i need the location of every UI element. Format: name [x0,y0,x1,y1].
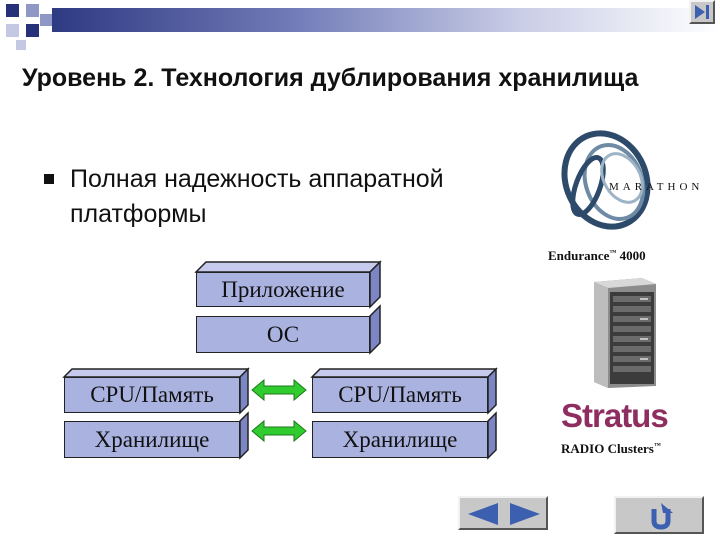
radio-clusters-caption: RADIO Clusters™ [561,441,661,457]
os-label: ОС [196,316,370,353]
left-cpu-box: CPU/Память [62,367,250,415]
slide-title: Уровень 2. Технология дублирования храни… [22,64,639,92]
endurance-caption: Endurance™ 4000 [548,248,646,264]
previous-slide-icon[interactable] [464,501,502,527]
left-storage-label: Хранилище [64,421,240,458]
right-storage-label: Хранилище [312,421,488,458]
box-3d-edge [239,411,249,460]
header-gradient-band [52,8,720,32]
header-square-decoration [6,24,19,37]
skip-end-icon [695,5,709,19]
prev-next-nav [458,496,548,530]
radio-label: RADIO Clusters [561,441,654,456]
header-square-decoration [40,14,52,26]
application-label: Приложение [196,272,370,307]
marathon-logo: MARATHON [548,126,704,238]
box-3d-edge [487,411,497,460]
os-box: ОС [196,304,381,355]
header-square-decoration [16,40,26,50]
stratus-logo: Stratus [561,397,669,434]
trademark-mark: ™ [609,248,617,257]
endurance-label: Endurance [548,248,610,263]
left-cpu-label: CPU/Память [64,377,240,413]
box-3d-edge [62,367,250,415]
endurance-model: 4000 [619,248,646,263]
header-square-decoration [6,4,19,17]
next-slide-icon[interactable] [506,501,544,527]
right-storage-box: Хранилище [312,411,497,460]
double-arrow-icon [251,419,307,443]
header-square-decoration [26,4,39,17]
left-storage-box: Хранилище [64,411,249,460]
bullet-text: Полная надежность аппаратной платформы [70,165,444,228]
square-bullet-icon [44,174,54,184]
return-button[interactable] [614,496,704,534]
box-3d-edge [369,304,381,355]
double-arrow-icon [251,378,307,402]
end-show-button[interactable] [689,0,715,24]
trademark-mark: ™ [653,441,661,450]
u-turn-arrow-icon [651,503,673,530]
right-cpu-box: CPU/Память [310,367,498,415]
server-tower-image [594,278,656,388]
header-square-decoration [26,24,39,37]
marathon-logo-text: MARATHON [609,181,703,193]
right-cpu-label: CPU/Память [312,377,488,413]
application-box: Приложение [194,260,382,309]
